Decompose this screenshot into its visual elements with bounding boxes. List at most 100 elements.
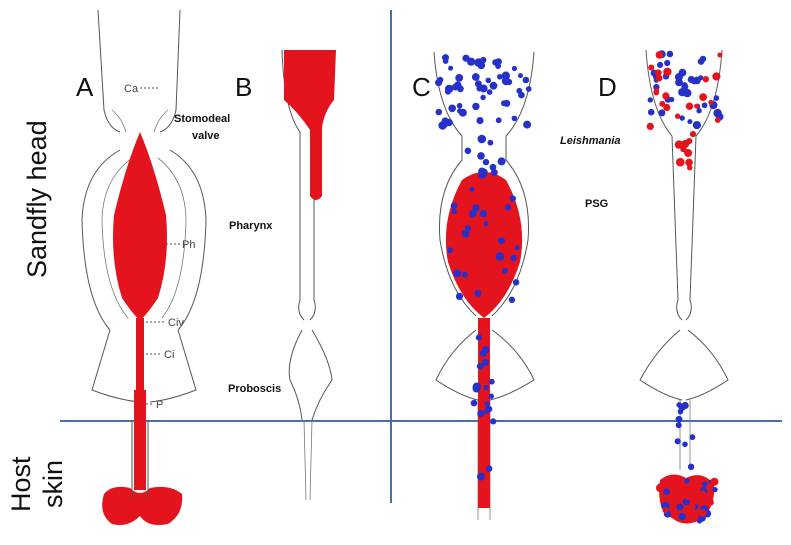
parasite-dot	[526, 86, 532, 92]
label-pharynx: Pharynx	[229, 220, 273, 232]
parasite-dot	[465, 225, 471, 231]
anatomy-ca: Ca	[124, 83, 139, 95]
parasite-dot	[712, 72, 720, 80]
parasite-dot	[513, 279, 519, 285]
parasite-dot	[698, 75, 703, 80]
parasite-dot	[484, 409, 489, 414]
panel-d-illustration	[640, 50, 728, 524]
anatomy-ph: Ph	[182, 239, 195, 251]
parasite-dot	[708, 100, 713, 105]
parasite-dot	[657, 62, 663, 68]
parasite-dot	[689, 503, 696, 510]
parasite-dot	[648, 109, 655, 116]
parasite-dot	[490, 164, 497, 171]
parasite-dot	[485, 401, 490, 406]
parasite-dot	[477, 473, 485, 481]
parasite-dot	[456, 293, 463, 300]
panel-b-blood	[284, 50, 336, 200]
parasite-dot	[523, 77, 530, 84]
host-label: Host	[6, 456, 36, 512]
parasite-dot	[490, 82, 498, 90]
parasite-dot	[443, 58, 449, 64]
parasite-dot	[663, 507, 669, 513]
parasite-dot	[676, 158, 685, 167]
parasite-dot	[693, 121, 701, 129]
parasite-dot	[676, 492, 683, 499]
parasite-dot	[436, 109, 443, 116]
parasite-dot	[488, 140, 494, 146]
parasite-dot	[676, 504, 683, 511]
parasite-dot	[676, 416, 683, 423]
parasite-dot	[453, 269, 461, 277]
parasite-dot	[678, 513, 686, 521]
parasite-dot	[676, 422, 682, 428]
sandfly-head-label: Sandfly head	[22, 120, 52, 278]
parasite-dot	[484, 221, 489, 226]
parasite-dot	[664, 480, 670, 486]
parasite-dot	[518, 92, 525, 99]
parasite-dot	[699, 509, 706, 516]
label-proboscis: Proboscis	[228, 383, 281, 395]
parasite-dot	[472, 103, 479, 110]
parasite-dot	[713, 487, 718, 492]
parasite-dot	[469, 210, 477, 218]
parasite-dot	[509, 297, 515, 303]
parasite-dot	[502, 268, 508, 274]
parasite-dot	[502, 77, 510, 85]
panel-a-blood-pool	[102, 487, 182, 525]
parasite-dot	[501, 100, 507, 106]
parasite-dot	[483, 159, 489, 165]
parasite-dot	[694, 104, 699, 109]
anatomy-civ: Civ	[168, 317, 184, 329]
parasite-dot	[696, 108, 701, 113]
parasite-dot	[702, 102, 708, 108]
panel-a-illustration: Ca Ph Civ Ci P	[82, 10, 206, 525]
parasite-dot	[498, 237, 505, 244]
parasite-dot	[480, 210, 487, 217]
parasite-dot	[478, 135, 487, 144]
parasite-dot	[697, 519, 702, 524]
parasite-dot	[518, 73, 523, 78]
parasite-dot	[484, 385, 489, 390]
parasite-dot	[676, 402, 682, 408]
parasite-dot	[523, 121, 531, 129]
parasite-dot	[451, 202, 458, 209]
parasite-dot	[435, 79, 442, 86]
parasite-dot	[690, 434, 696, 440]
parasite-dot	[476, 117, 483, 124]
parasite-dot	[462, 230, 467, 235]
parasite-dot	[448, 105, 456, 113]
parasite-dot	[445, 88, 451, 94]
parasite-dot	[486, 78, 492, 84]
parasite-dot	[452, 209, 457, 214]
parasite-dot	[684, 478, 689, 483]
parasite-dot	[688, 76, 695, 83]
parasite-dot	[680, 146, 686, 152]
parasite-dot	[654, 88, 659, 93]
skin-label: skin	[38, 460, 68, 508]
parasite-dot	[457, 103, 463, 109]
parasite-dot	[703, 76, 709, 82]
parasite-dot	[465, 148, 472, 155]
parasite-dot	[486, 465, 493, 472]
parasite-dot	[472, 73, 480, 81]
parasite-dot	[459, 109, 467, 117]
parasite-dot	[715, 117, 721, 123]
panel-letter-c: C	[412, 72, 431, 102]
panel-letter-b: B	[235, 72, 252, 102]
parasite-dot	[482, 359, 489, 366]
parasite-dot	[685, 492, 693, 500]
anatomy-p: P	[156, 399, 163, 411]
parasite-dot	[661, 494, 666, 499]
parasite-dot	[477, 410, 484, 417]
parasite-dot	[489, 379, 495, 385]
parasite-dot	[700, 490, 706, 496]
parasite-dot	[477, 152, 485, 160]
parasite-dot	[647, 123, 654, 130]
parasite-dot	[454, 81, 461, 88]
parasite-dot	[480, 58, 486, 64]
parasite-dot	[505, 204, 511, 210]
label-stomodeal-line2: valve	[192, 130, 220, 142]
parasite-dot	[699, 93, 707, 101]
